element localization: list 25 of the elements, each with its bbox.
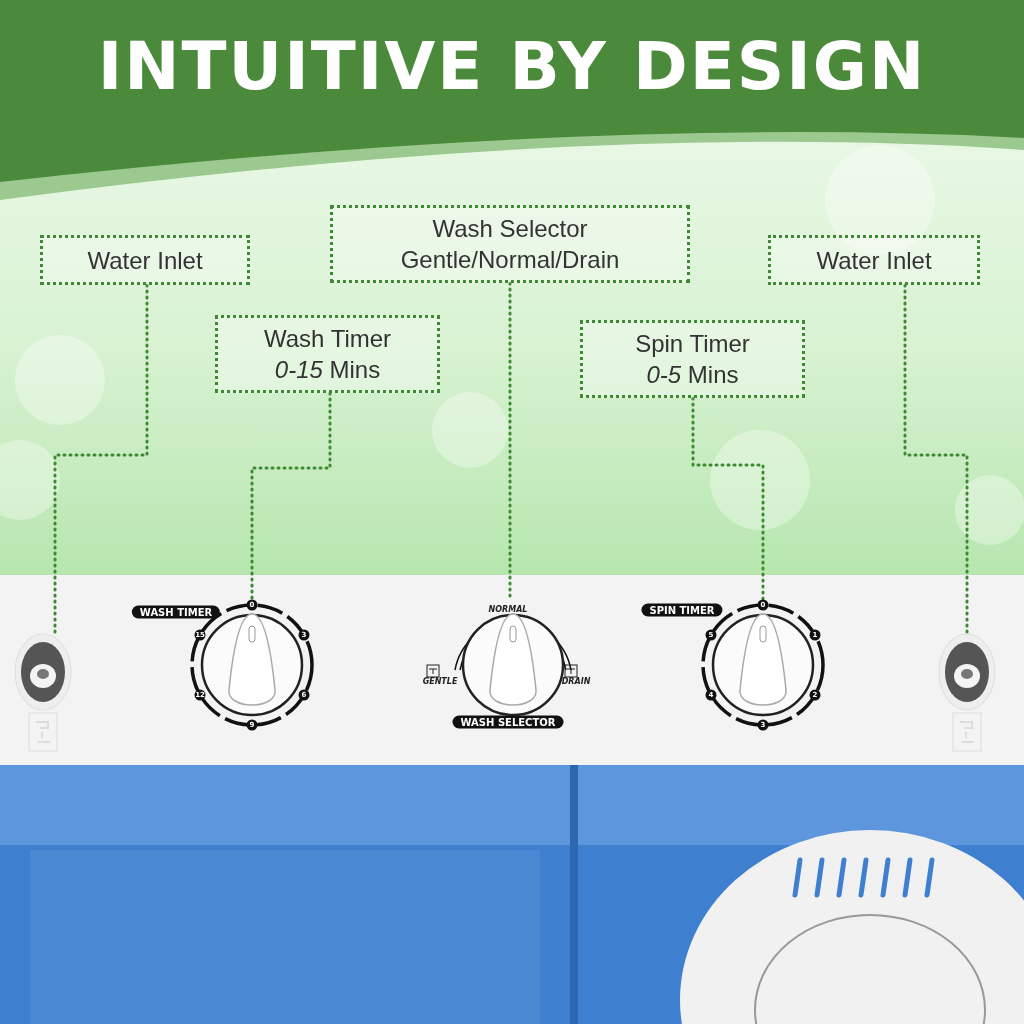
leader-line (691, 396, 765, 602)
callout-box (580, 320, 805, 398)
dial-setting-label: DRAIN (561, 676, 591, 686)
dial-name-label: WASH SELECTOR (452, 715, 564, 729)
callout-text: 0-15 Mins (274, 355, 381, 385)
callout-box (330, 205, 690, 283)
water-inlet-picture (937, 632, 997, 712)
dial-name-label: SPIN TIMER (641, 603, 723, 617)
callout-box (215, 315, 440, 393)
callout-text: Spin Timer (635, 329, 750, 359)
callout-text: Water Inlet (87, 245, 203, 276)
callout-text: Wash Timer (263, 324, 392, 354)
callout-box (768, 235, 980, 285)
title: INTUITIVE BY DESIGN (96, 28, 928, 105)
callout-text: Gentle/Normal/Drain (400, 245, 620, 275)
leader-line (53, 283, 149, 634)
leader-line (903, 283, 969, 634)
leader-line (250, 391, 332, 602)
callout-text: 0-5 Mins (646, 360, 739, 390)
dial-setting-label: NORMAL (488, 604, 528, 614)
water-inlet-picture (13, 632, 73, 712)
callout-text: Water Inlet (816, 245, 932, 276)
dial-name-label: WASH TIMER (131, 605, 221, 619)
callout-box (40, 235, 250, 285)
callout-text: Wash Selector (432, 214, 588, 244)
